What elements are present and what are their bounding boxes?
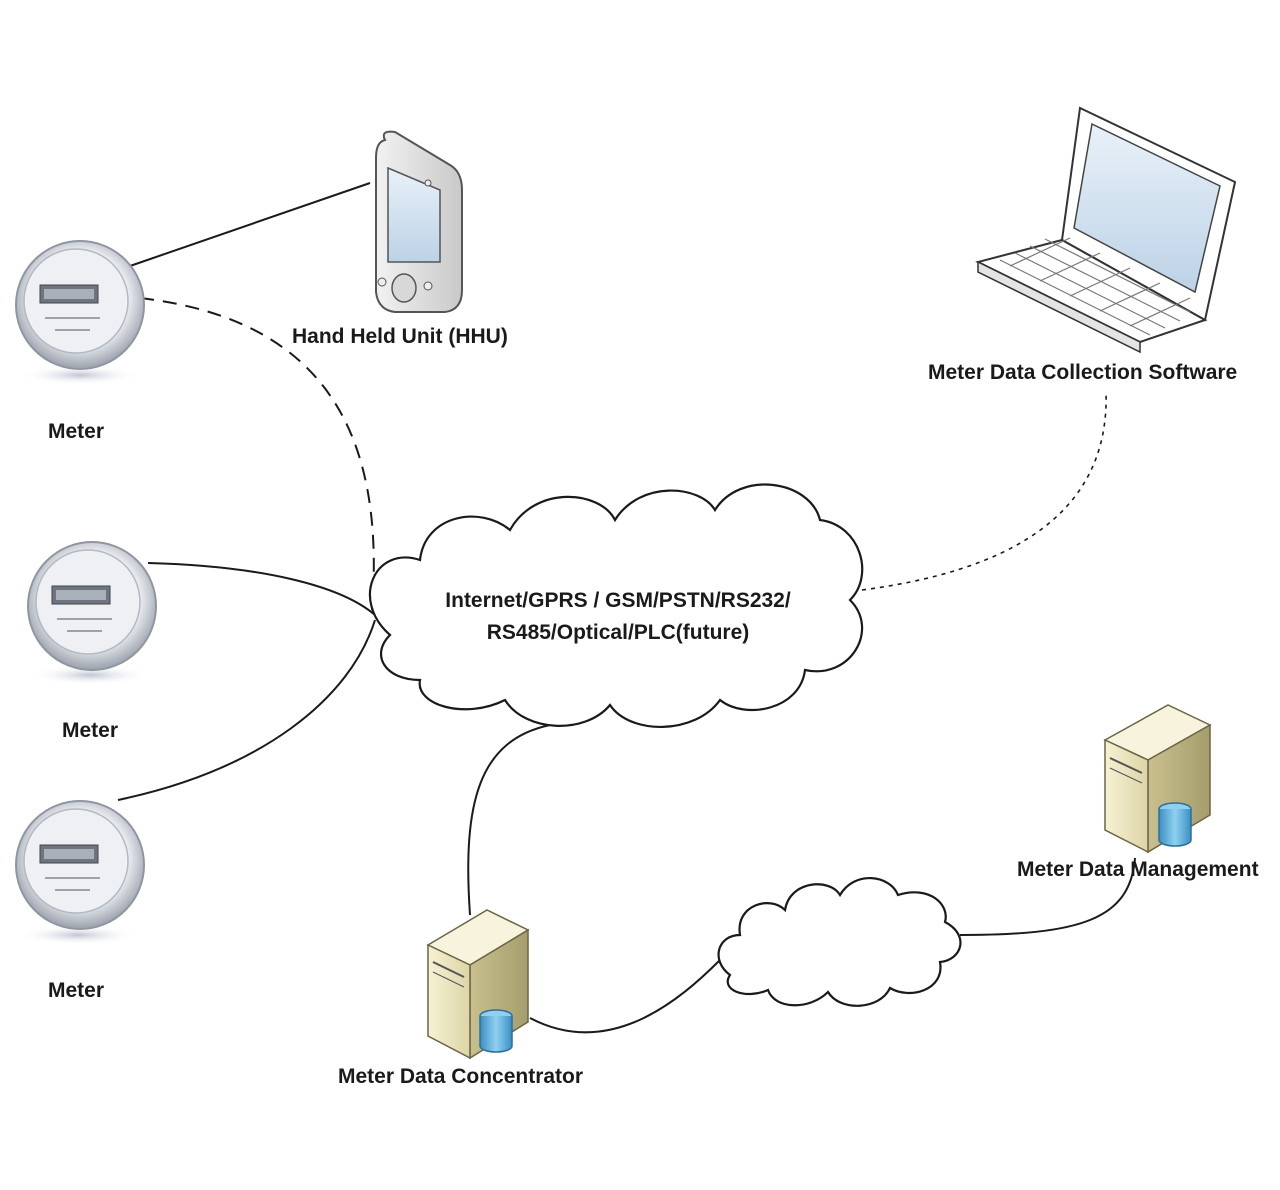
laptop-icon (975, 106, 1237, 354)
network-cloud-text: Internet/GPRS / GSM/PSTN/RS232/ RS485/Op… (398, 585, 838, 649)
link-concentrator-to-wan (529, 959, 721, 1034)
network-cloud-line2: RS485/Optical/PLC(future) (486, 621, 750, 644)
management-server-icon (1103, 704, 1212, 854)
network-cloud-line1: Internet/GPRS / GSM/PSTN/RS232/ (445, 589, 791, 612)
wan-cloud (717, 877, 962, 1007)
link-meter-middle-to-cloud (147, 562, 376, 616)
software-label: Meter Data Collection Software (928, 361, 1238, 384)
connection-lines (117, 182, 1136, 1034)
link-meter-top-to-hhu (129, 182, 371, 267)
management-label: Meter Data Management (1017, 858, 1259, 881)
meter-label-top: Meter (48, 420, 105, 443)
link-meter-bottom-to-cloud (117, 619, 376, 801)
hhu-label: Hand Held Unit (HHU) (292, 325, 508, 348)
meter-label-middle: Meter (62, 719, 119, 742)
handheld-device-icon (375, 130, 463, 313)
link-cloud-to-concentrator (467, 724, 551, 916)
meter-top-icon (15, 240, 145, 385)
meter-middle-icon (27, 541, 157, 685)
link-cloud-to-software (861, 391, 1107, 591)
network-cloud (369, 483, 864, 728)
link-meter-top-to-cloud (139, 297, 375, 611)
concentrator-server-icon (426, 909, 530, 1060)
meter-bottom-icon (15, 800, 145, 945)
concentrator-label: Meter Data Concentrator (338, 1065, 584, 1088)
meter-label-bottom: Meter (48, 979, 105, 1002)
link-wan-to-management (959, 857, 1136, 936)
